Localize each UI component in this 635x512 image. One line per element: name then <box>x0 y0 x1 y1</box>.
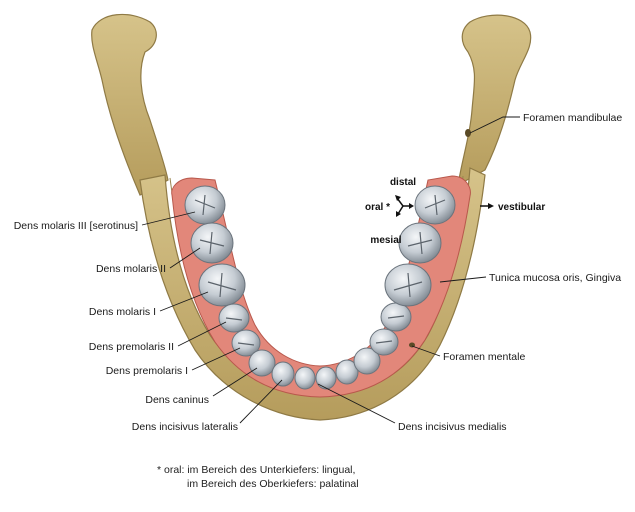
teeth <box>184 185 456 390</box>
left-ramus <box>91 13 169 196</box>
tooth-incisivus-medialis-right <box>315 366 337 390</box>
tooth-incisivus-lateralis-right <box>335 359 359 385</box>
tooth-molar-iii-right <box>414 185 456 225</box>
label-vestibular: vestibular <box>498 202 545 213</box>
tooth-molar-i-left <box>198 263 246 307</box>
footnote: * oral: im Bereich des Unterkiefers: lin… <box>157 463 359 491</box>
tooth-incisivus-lateralis-left <box>271 361 295 387</box>
footnote-line-2: im Bereich des Oberkiefers: palatinal <box>187 478 359 490</box>
label-dens-molaris-ii: Dens molaris II <box>96 263 166 275</box>
label-dens-incisivus-medialis: Dens incisivus medialis <box>398 421 507 433</box>
label-oral: oral * <box>365 202 390 213</box>
label-foramen-mandibulae: Foramen mandibulae <box>523 112 622 124</box>
tooth-incisivus-medialis-left <box>294 366 316 390</box>
label-dens-molaris-i: Dens molaris I <box>89 306 156 318</box>
label-dens-molaris-iii: Dens molaris III [serotinus] <box>14 220 138 232</box>
foramen-mandibulae-mark <box>465 129 471 137</box>
label-dens-caninus: Dens caninus <box>145 394 209 406</box>
tooth-caninus-left <box>248 349 276 377</box>
label-distal: distal <box>390 177 416 188</box>
label-foramen-mentale: Foramen mentale <box>443 351 525 363</box>
label-dens-premolaris-ii: Dens premolaris II <box>89 341 174 353</box>
orientation-cross <box>395 195 494 217</box>
tooth-premolar-ii-left <box>218 303 250 333</box>
label-dens-incisivus-lateralis: Dens incisivus lateralis <box>132 421 238 433</box>
tooth-molar-iii-left <box>184 185 226 225</box>
tooth-premolar-i-left <box>231 329 261 357</box>
tooth-molar-i-right <box>384 263 432 307</box>
footnote-line-1: * oral: im Bereich des Unterkiefers: lin… <box>157 464 356 476</box>
right-ramus <box>457 14 532 187</box>
tooth-caninus-right <box>353 347 381 375</box>
label-mesial: mesial <box>370 235 401 246</box>
label-dens-premolaris-i: Dens premolaris I <box>106 365 188 377</box>
leader-lines <box>141 116 520 424</box>
label-tunica-mucosa: Tunica mucosa oris, Gingiva <box>489 272 621 284</box>
